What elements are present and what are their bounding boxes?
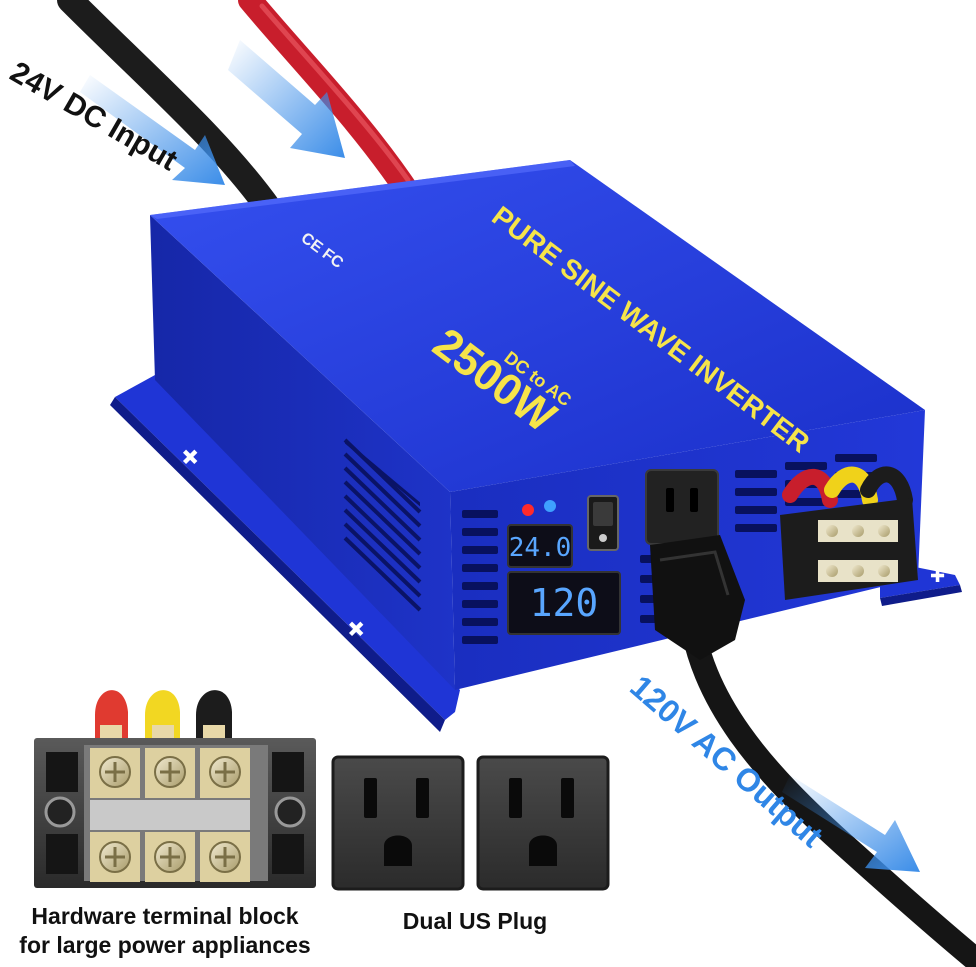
ac-output-cable (650, 535, 976, 967)
voltage-display-value: 24.0 (509, 533, 572, 563)
ac-display-value: 120 (530, 581, 599, 625)
terminal-screw-icon (99, 756, 241, 873)
power-switch[interactable] (587, 495, 619, 551)
ac-display: 120 (507, 571, 621, 635)
us-outlet-left (331, 755, 465, 891)
blue-led-icon (544, 500, 556, 512)
red-led-icon (522, 504, 534, 516)
us-outlet-right (476, 755, 610, 891)
front-ac-outlet (645, 469, 719, 545)
side-vent-lines (343, 438, 422, 612)
front-vents (462, 454, 877, 644)
dc-cables (57, 0, 422, 223)
dc-input-arrows (80, 40, 345, 185)
terminal-block-caption: Hardware terminal block for large power … (0, 902, 330, 960)
mounting-flange: ✚ ✚ ✚ (110, 375, 962, 732)
ac-output-arrow (782, 775, 920, 872)
dual-plug-caption: Dual US Plug (402, 908, 548, 934)
mount-screw-icon (44, 796, 76, 828)
device-terminal-block (780, 466, 918, 600)
terminal-block-caption-line1: Hardware terminal block (31, 903, 299, 929)
terminal-block-closeup (34, 690, 316, 888)
flange-slot-icon: ✚ (930, 566, 945, 586)
device-top-face (150, 160, 925, 492)
voltage-display: 24.0 (507, 524, 573, 568)
terminal-block-caption-line2: for large power appliances (19, 932, 311, 958)
mount-screw-icon (274, 796, 306, 828)
